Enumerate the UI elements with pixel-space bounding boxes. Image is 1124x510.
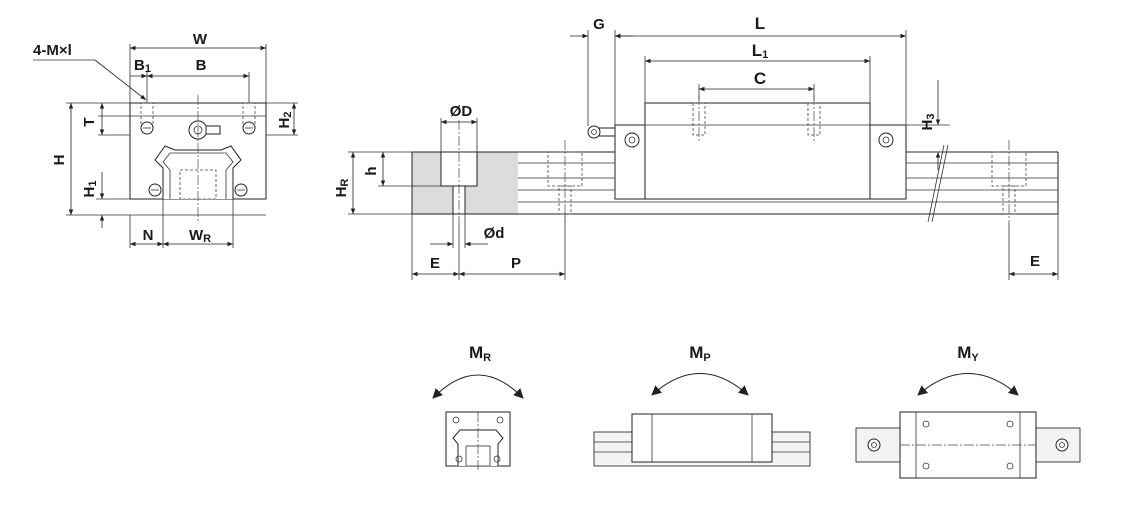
moment-MP-label: MP: [689, 343, 711, 364]
dim-d-label: Ød: [484, 225, 505, 242]
dim-D-label: ØD: [450, 103, 473, 120]
dim-H2-label: H2: [276, 112, 294, 129]
dim-C-label: C: [754, 69, 766, 88]
dim-W-label: W: [193, 31, 208, 48]
side-grease-nipple: [597, 127, 616, 137]
dim-L1-label: L1: [752, 41, 769, 61]
dim-H-label: H: [51, 155, 68, 166]
moment-MY-label: MY: [957, 343, 979, 364]
dim-G-label: G: [593, 16, 605, 33]
dim-E-right-label: E: [1030, 253, 1040, 270]
side-view-carriage-body: [644, 102, 871, 200]
side-view: ØD h HR Ød E P E G: [333, 14, 1059, 280]
dim-HR-label: HR: [333, 179, 351, 198]
dim-B1-label: B1: [134, 57, 151, 75]
dim-E-label: E: [430, 255, 440, 272]
moment-MR: MR: [432, 343, 524, 470]
dim-L-label: L: [755, 14, 765, 33]
end-view: W B1 B 4-M×l H T H1 H2: [33, 31, 298, 248]
dim-H3-label: H3: [919, 114, 937, 131]
MP-carriage: [631, 413, 773, 463]
dim-P-label: P: [511, 255, 521, 272]
moment-MP: MP: [593, 343, 811, 467]
dim-H1-label: H1: [81, 181, 99, 198]
moment-MY: MY: [855, 343, 1081, 479]
dim-h-label: h: [363, 166, 380, 175]
dim-WR-label: WR: [189, 227, 211, 245]
mounting-holes-callout: 4-M×l: [33, 42, 72, 59]
moment-MR-label: MR: [469, 343, 491, 364]
dim-N-label: N: [143, 227, 154, 244]
dim-T-label: T: [81, 117, 98, 126]
dim-B-label: B: [196, 57, 207, 74]
